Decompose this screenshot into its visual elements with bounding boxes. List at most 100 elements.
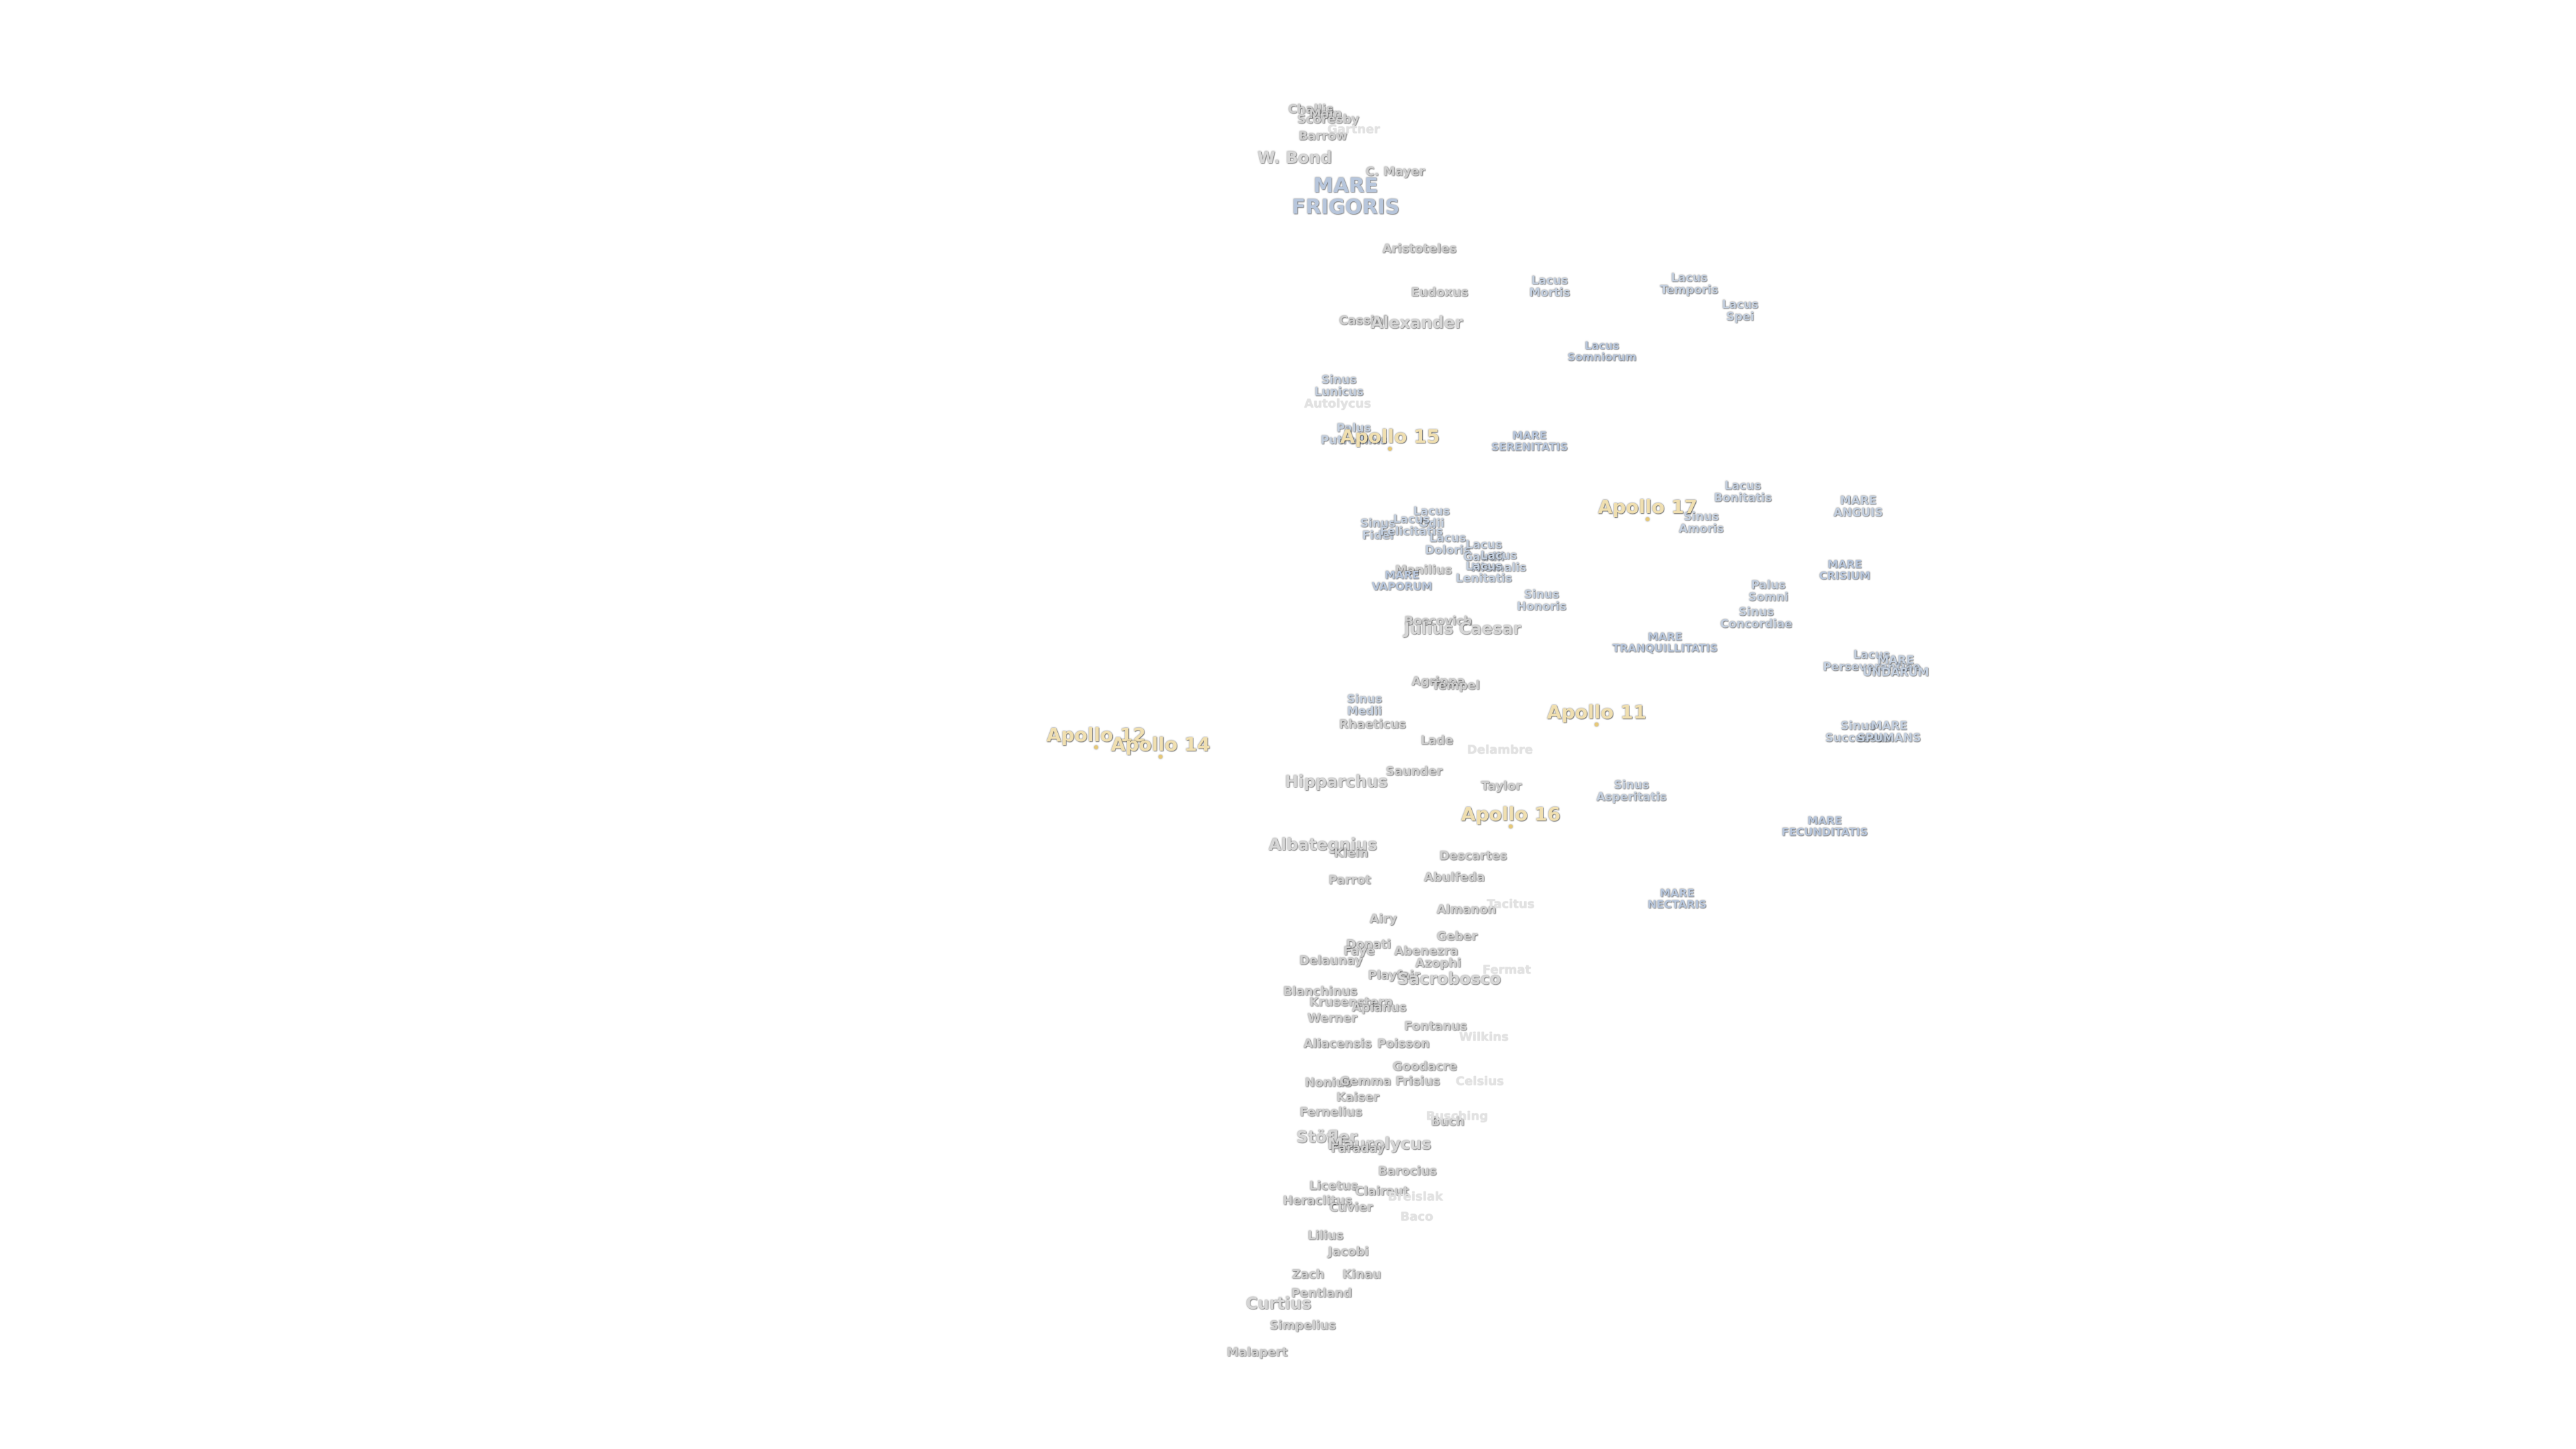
feature-label-barocius: Barocius bbox=[1378, 1164, 1437, 1179]
feature-label-palus-putredinis: Palus Putredinis bbox=[1320, 421, 1387, 447]
feature-label-lacus-gaudii: Lacus Gaudii bbox=[1463, 538, 1505, 564]
feature-label-mare-undarum: MARE UNDARUM bbox=[1862, 653, 1929, 680]
feature-label-lacus-odii: Lacus Odii bbox=[1413, 504, 1450, 531]
feature-label-sacrobosco: Sacrobosco bbox=[1397, 969, 1501, 989]
feature-label-donati: Donati bbox=[1346, 937, 1391, 952]
feature-label-mare-crisium: MARE CRISIUM bbox=[1819, 557, 1871, 582]
feature-label-boscovich: Boscovich bbox=[1404, 614, 1472, 629]
feature-label-mare-frigoris: MARE FRIGORIS bbox=[1291, 174, 1400, 219]
feature-label-st-fler: Stöfler bbox=[1296, 1128, 1358, 1147]
feature-label-alexander: Alexander bbox=[1371, 313, 1463, 333]
landing-site-marker-apollo-17 bbox=[1646, 517, 1650, 521]
feature-label-lacus-spei: Lacus Spei bbox=[1721, 298, 1759, 324]
feature-label-albategnius: Albategnius bbox=[1269, 835, 1377, 855]
feature-label-sinus-successus: Sinus Successus bbox=[1825, 719, 1892, 745]
feature-label-jacobi: Jacobi bbox=[1328, 1244, 1369, 1259]
feature-label-autolycus: Autolycus bbox=[1304, 396, 1371, 411]
feature-label-fernelius: Fernelius bbox=[1299, 1105, 1362, 1120]
feature-label-lacus-lenitatis: Lacus Lenitatis bbox=[1456, 559, 1512, 586]
feature-label-apianus: Apianus bbox=[1352, 1000, 1407, 1015]
feature-label-mare-anguis: MARE ANGUIS bbox=[1833, 494, 1883, 520]
feature-label-playfair: Playfair bbox=[1368, 968, 1420, 983]
feature-label-azophi: Azophi bbox=[1415, 956, 1462, 971]
landing-site-marker-apollo-12 bbox=[1094, 745, 1098, 749]
feature-label-julius-caesar: Julius Caesar bbox=[1403, 619, 1521, 639]
feature-label-baco: Baco bbox=[1400, 1210, 1434, 1224]
feature-label-simpelius: Simpelius bbox=[1269, 1318, 1336, 1333]
feature-label-lacus-mortis: Lacus Mortis bbox=[1529, 274, 1570, 300]
feature-label-abulfeda: Abulfeda bbox=[1424, 870, 1485, 885]
feature-label-airy: Airy bbox=[1369, 912, 1397, 926]
landing-site-marker-apollo-16 bbox=[1509, 824, 1513, 828]
apollo-label-apollo-14: Apollo 14 bbox=[1110, 733, 1211, 755]
feature-label-mare-nectaris: MARE NECTARIS bbox=[1648, 886, 1707, 911]
feature-label-nonius: Nonius bbox=[1305, 1075, 1352, 1090]
feature-label-sinus-lunicus: Sinus Lunicus bbox=[1314, 373, 1364, 399]
apollo-label-apollo-11: Apollo 11 bbox=[1546, 700, 1647, 723]
feature-label-celsius: Celsius bbox=[1456, 1074, 1504, 1089]
feature-label-lacus-temporis: Lacus Temporis bbox=[1660, 271, 1719, 297]
feature-label-w-bond: W. Bond bbox=[1257, 148, 1332, 168]
feature-label-mare-vaporum: MARE VAPORUM bbox=[1371, 568, 1433, 593]
feature-label-lacus-perseverantiae: Lacus Perseverantiae bbox=[1823, 648, 1921, 674]
feature-label-hipparchus: Hipparchus bbox=[1285, 772, 1388, 792]
feature-label-malapert: Malapert bbox=[1226, 1345, 1288, 1360]
feature-label-klein: Klein bbox=[1334, 846, 1368, 861]
feature-label-sinus-amoris: Sinus Amoris bbox=[1678, 510, 1724, 536]
feature-label-fermat: Fermat bbox=[1482, 963, 1532, 977]
feature-label-saunder: Saunder bbox=[1385, 764, 1443, 779]
feature-label-mare-fecunditatis: MARE FECUNDITATIS bbox=[1781, 814, 1868, 839]
feature-label-mare-spumans: MARE SPUMANS bbox=[1857, 719, 1921, 745]
feature-label-taylor: Taylor bbox=[1481, 779, 1522, 794]
apollo-label-apollo-12: Apollo 12 bbox=[1046, 723, 1146, 746]
feature-label-barrow: Barrow bbox=[1298, 129, 1348, 144]
feature-label-gemma-frisius: Gemma Frisius bbox=[1340, 1074, 1440, 1089]
feature-label-rhaeticus: Rhaeticus bbox=[1338, 717, 1407, 732]
feature-label-wilkins: Wilkins bbox=[1459, 1030, 1509, 1044]
feature-label-lacus-hiemalis: Lacus Hiemalis bbox=[1470, 549, 1527, 575]
feature-label-scoresby: Scoresby bbox=[1297, 112, 1360, 127]
feature-label-zach: Zach bbox=[1291, 1267, 1325, 1282]
feature-label-eudoxus: Eudoxus bbox=[1411, 285, 1468, 300]
feature-label-licetus: Licetus bbox=[1309, 1179, 1358, 1193]
feature-label-c-mayer: C. Mayer bbox=[1365, 164, 1426, 179]
feature-label-werner: Werner bbox=[1307, 1011, 1358, 1026]
feature-label-fontanus: Fontanus bbox=[1404, 1019, 1467, 1034]
feature-label-lacus-felicitatis: Lacus Felicitatis bbox=[1380, 513, 1443, 539]
feature-label-blanchinus: Blanchinus bbox=[1283, 984, 1358, 999]
feature-label-pentland: Pentland bbox=[1291, 1286, 1352, 1301]
feature-label-faraday: Faraday bbox=[1330, 1141, 1385, 1156]
feature-label-faye: Faye bbox=[1343, 944, 1375, 959]
feature-label-sinus-honoris: Sinus Honoris bbox=[1516, 588, 1567, 614]
feature-label-main: Main bbox=[1309, 107, 1342, 121]
feature-label-lacus-doloris: Lacus Doloris bbox=[1425, 531, 1470, 557]
feature-label-mare-serenitatis: MARE SERENITATIS bbox=[1491, 429, 1568, 453]
feature-label-aliacensis: Aliacensis bbox=[1303, 1036, 1372, 1051]
feature-label-geber: Geber bbox=[1436, 929, 1478, 944]
feature-label-tacitus: Tacitus bbox=[1487, 897, 1535, 912]
feature-label-sinus-fidei: Sinus Fidei bbox=[1360, 517, 1396, 543]
feature-label-lacus-bonitatis: Lacus Bonitatis bbox=[1713, 479, 1772, 505]
feature-label-lilius: Lilius bbox=[1307, 1228, 1344, 1243]
feature-label-curtius: Curtius bbox=[1246, 1294, 1311, 1313]
feature-label-lade: Lade bbox=[1420, 733, 1454, 748]
feature-label-tempel: Tempel bbox=[1431, 678, 1481, 693]
feature-label-descartes: Descartes bbox=[1439, 849, 1507, 863]
feature-label-sinus-concordiae: Sinus Concordiae bbox=[1720, 605, 1792, 631]
feature-label-challis: Challis bbox=[1288, 102, 1334, 117]
feature-label-goodacre: Goodacre bbox=[1392, 1059, 1458, 1074]
feature-label-kinau: Kinau bbox=[1342, 1267, 1381, 1282]
feature-label-mare-tranquillitatis: MARE TRANQUILLITATIS bbox=[1612, 630, 1718, 655]
feature-label-kaiser: Kaiser bbox=[1336, 1090, 1380, 1105]
apollo-label-apollo-15: Apollo 15 bbox=[1340, 425, 1440, 447]
feature-label-cassini: Cassini bbox=[1339, 313, 1387, 328]
feature-label-aristoteles: Aristoteles bbox=[1382, 241, 1457, 256]
feature-label-sinus-medii: Sinus Medii bbox=[1346, 692, 1383, 718]
feature-label-busching: Busching bbox=[1426, 1109, 1489, 1124]
feature-label-delambre: Delambre bbox=[1466, 743, 1534, 757]
feature-label-parrot: Parrot bbox=[1328, 873, 1371, 888]
apollo-label-apollo-16: Apollo 16 bbox=[1460, 802, 1561, 825]
feature-label-abenezra: Abenezra bbox=[1394, 944, 1458, 959]
landing-site-marker-apollo-14 bbox=[1159, 755, 1163, 759]
